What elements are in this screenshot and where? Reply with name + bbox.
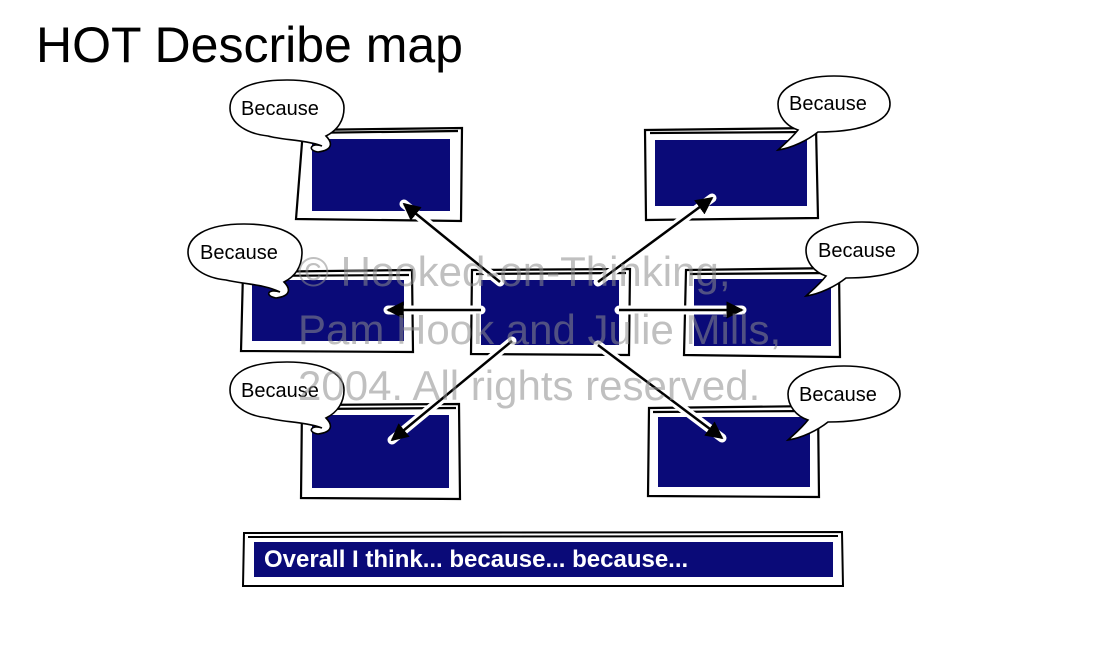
- summary-frame: [241, 530, 845, 587]
- arrow-to-top-right: [597, 196, 714, 284]
- outer-box-mid-right: [682, 266, 842, 359]
- bubble-label-mid-right: Because: [818, 240, 896, 262]
- outer-box-center: [469, 267, 632, 357]
- speech-bubble-top-left: [229, 79, 345, 153]
- inner-box-top-right: [655, 140, 807, 206]
- arrow-to-top-left: [402, 202, 501, 283]
- bubble-label-top-right: Because: [789, 93, 867, 115]
- bubble-label-bottom-right: Because: [799, 384, 877, 406]
- summary-statement: Overall I think... because... because...: [264, 546, 689, 573]
- speech-bubble-mid-right: [803, 221, 919, 298]
- bubble-label-top-left: Because: [241, 98, 319, 120]
- speech-bubble-mid-left: [187, 223, 303, 299]
- bubble-label-bottom-left: Because: [241, 380, 319, 402]
- bubble-label-mid-left: Because: [200, 242, 278, 264]
- speech-bubble-bottom-right: [785, 365, 901, 442]
- arrow-to-bottom-right: [597, 344, 724, 440]
- arrow-to-bottom-left: [390, 340, 513, 442]
- inner-box-bottom-right: [658, 417, 810, 487]
- inner-box-bottom-left: [312, 415, 449, 488]
- inner-box-center: [481, 280, 619, 345]
- summary-bar: [254, 542, 833, 577]
- outer-box-top-right: [643, 126, 820, 222]
- speech-bubble-top-right: [775, 75, 891, 152]
- inner-box-top-left: [312, 139, 450, 211]
- speech-bubble-bottom-left: [229, 361, 345, 435]
- page-title: HOT Describe map: [36, 17, 463, 73]
